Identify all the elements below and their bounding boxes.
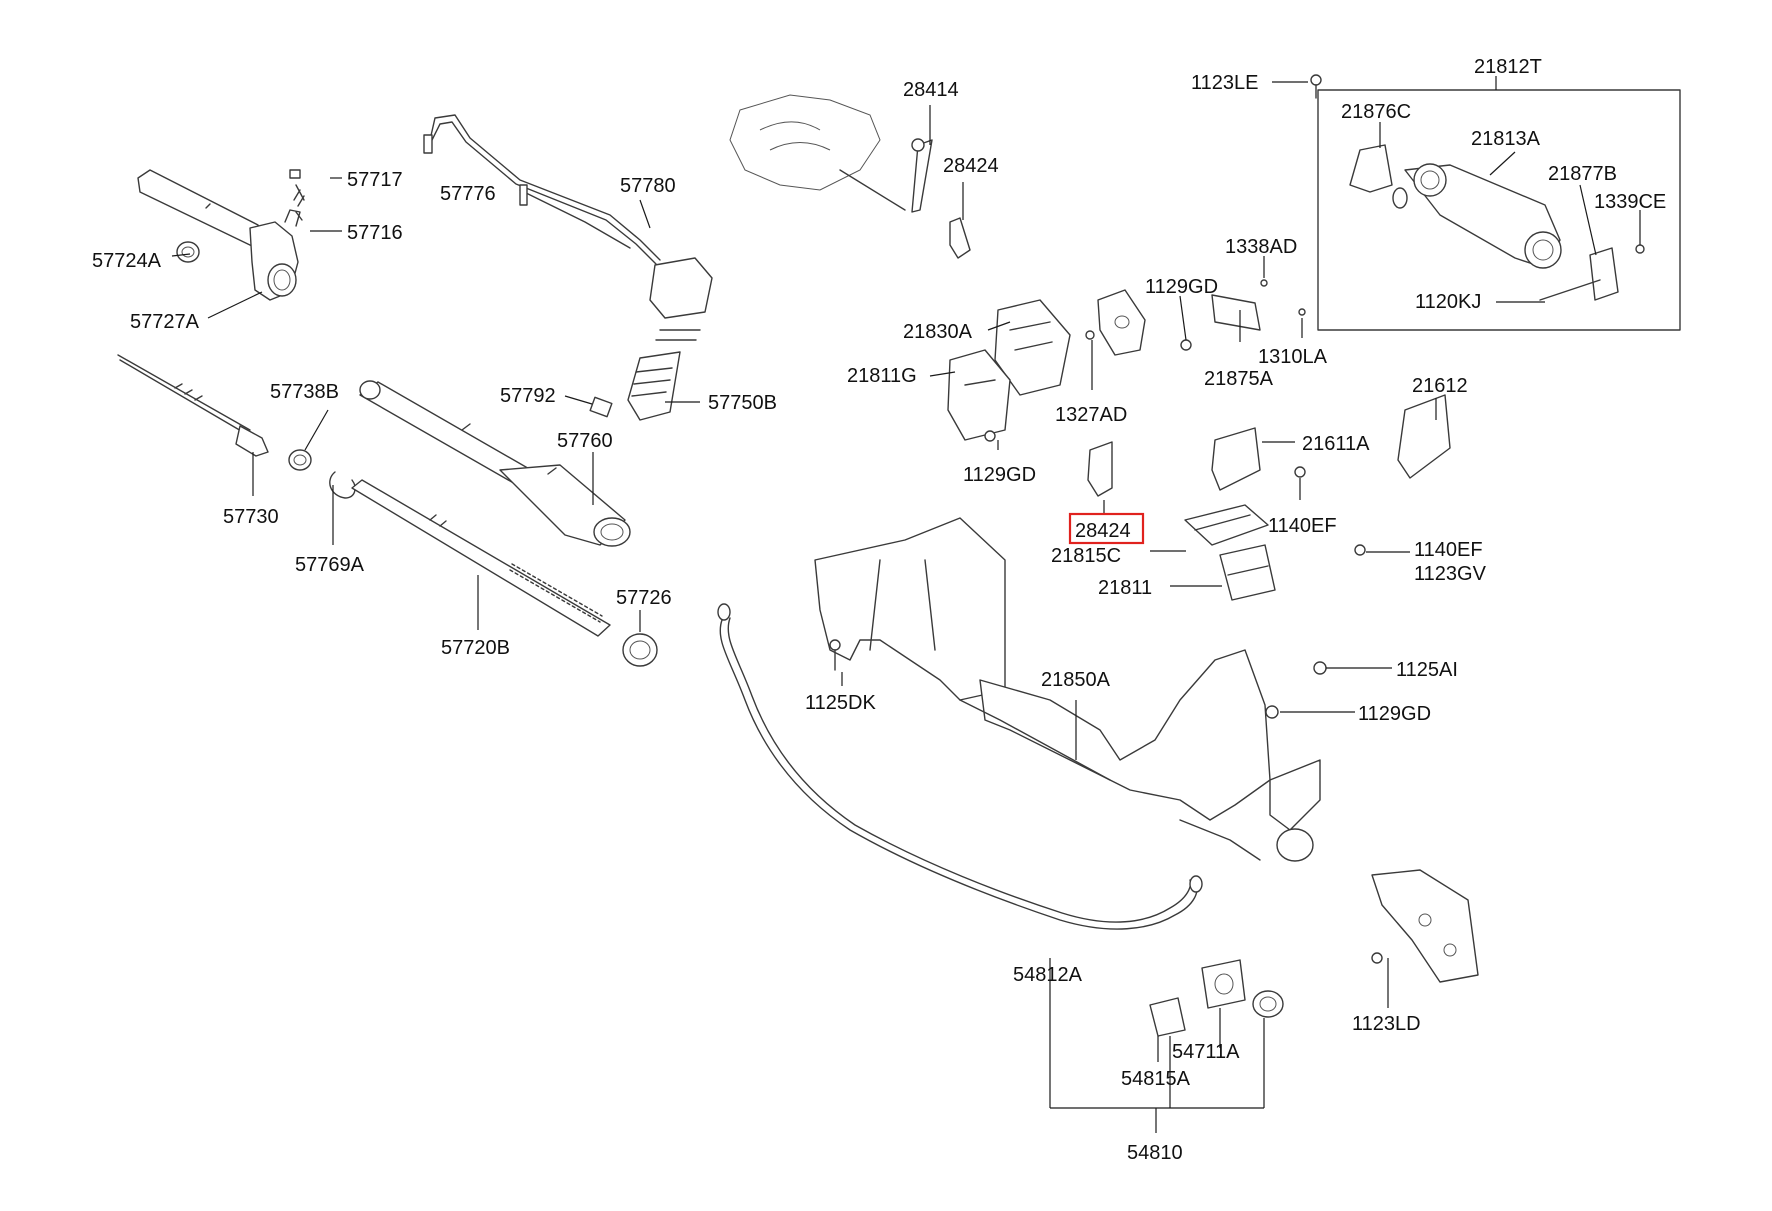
- mount-21813A: [1404, 163, 1562, 269]
- label-21813A[interactable]: 21813A: [1471, 128, 1541, 150]
- label-57760[interactable]: 57760: [557, 430, 613, 452]
- bushing-57738B: [288, 449, 312, 471]
- label-57727A[interactable]: 57727A: [130, 311, 200, 333]
- label-1339CE[interactable]: 1339CE: [1594, 191, 1666, 213]
- part-labels: 57717 57716 57724A 57727A 57776 57780 28…: [92, 56, 1666, 1164]
- bracket-1123LD: [1371, 869, 1479, 983]
- label-21612[interactable]: 21612: [1412, 375, 1468, 397]
- label-54812A[interactable]: 54812A: [1013, 964, 1083, 986]
- label-57724A[interactable]: 57724A: [92, 250, 162, 272]
- pin-57792: [589, 396, 613, 418]
- link-21875A: [1211, 294, 1261, 331]
- pressure-tubes: [423, 114, 661, 265]
- label-57720B[interactable]: 57720B: [441, 637, 510, 659]
- label-1123LD[interactable]: 1123LD: [1352, 1013, 1421, 1035]
- assembly-frame-21812T: [1317, 89, 1681, 331]
- label-57792[interactable]: 57792: [500, 385, 556, 407]
- label-1129GD-top[interactable]: 1129GD: [1145, 276, 1218, 298]
- label-21812T[interactable]: 21812T: [1474, 56, 1542, 78]
- label-1129GD-low[interactable]: 1129GD: [1358, 703, 1431, 725]
- engine-outline: [729, 94, 881, 191]
- crossmember-21850A: [814, 517, 1321, 862]
- bracket-28414: [839, 138, 933, 213]
- label-54711A[interactable]: 54711A: [1172, 1041, 1240, 1063]
- steering-gear-housing: [137, 169, 305, 301]
- heat-shield-28424: [1087, 441, 1113, 497]
- label-28424-top[interactable]: 28424: [943, 155, 999, 177]
- label-57780[interactable]: 57780: [620, 175, 676, 197]
- label-57717[interactable]: 57717: [347, 169, 403, 191]
- label-57738B[interactable]: 57738B: [270, 381, 339, 403]
- label-1140EF-a[interactable]: 1140EF: [1268, 515, 1337, 537]
- label-1123GV[interactable]: 1123GV: [1414, 563, 1487, 585]
- bracket-1129GD-top: [1097, 289, 1146, 356]
- label-1310LA[interactable]: 1310LA: [1258, 346, 1328, 368]
- bracket-21611A: [1211, 427, 1261, 491]
- label-54810[interactable]: 54810: [1127, 1142, 1183, 1164]
- label-21875A[interactable]: 21875A: [1204, 368, 1274, 390]
- label-1123LE[interactable]: 1123LE: [1191, 72, 1258, 94]
- label-21877B[interactable]: 21877B: [1548, 163, 1617, 185]
- label-21850A[interactable]: 21850A: [1041, 669, 1111, 691]
- label-21830A[interactable]: 21830A: [903, 321, 973, 343]
- bracket-21876C: [1349, 144, 1408, 209]
- label-21611A[interactable]: 21611A: [1302, 433, 1370, 455]
- rack-housing: [359, 380, 631, 547]
- bracket-21612: [1397, 394, 1451, 479]
- label-57769A[interactable]: 57769A: [295, 554, 365, 576]
- bushing-57726: [622, 633, 658, 667]
- label-57776[interactable]: 57776: [440, 183, 496, 205]
- label-1125AI[interactable]: 1125AI: [1396, 659, 1458, 681]
- highlight-box-28424: [1068, 512, 1145, 545]
- pinion-shaft: [117, 354, 269, 457]
- label-28414[interactable]: 28414: [903, 79, 959, 101]
- label-1140EF-b[interactable]: 1140EF: [1414, 539, 1483, 561]
- label-57726[interactable]: 57726: [616, 587, 672, 609]
- label-1327AD[interactable]: 1327AD: [1055, 404, 1127, 426]
- insulator-21815C: [1184, 504, 1269, 546]
- bracket-21877B: [1539, 247, 1619, 301]
- label-21811G[interactable]: 21811G: [847, 365, 917, 387]
- label-54815A[interactable]: 54815A: [1121, 1068, 1191, 1090]
- insulator-21811G: [947, 349, 1011, 441]
- label-1338AD[interactable]: 1338AD: [1225, 236, 1297, 258]
- valve-body: [627, 257, 713, 421]
- steering-rack: [351, 479, 611, 637]
- label-1125DK[interactable]: 1125DK: [805, 692, 876, 714]
- label-28424-highlight[interactable]: 28424: [1075, 520, 1131, 542]
- label-57730[interactable]: 57730: [223, 506, 279, 528]
- stabilizer-bar: [717, 603, 1203, 930]
- label-57716[interactable]: 57716: [347, 222, 403, 244]
- label-21811[interactable]: 21811: [1098, 577, 1152, 599]
- heat-shield-small: [949, 217, 971, 259]
- leader-lines: [171, 76, 1641, 1133]
- label-1120KJ[interactable]: 1120KJ: [1415, 291, 1481, 313]
- label-21876C[interactable]: 21876C: [1341, 101, 1411, 123]
- bolts: [829, 74, 1645, 964]
- mount-21830A: [994, 299, 1071, 396]
- insulator-21811: [1219, 544, 1276, 601]
- label-21815C[interactable]: 21815C: [1051, 545, 1121, 567]
- label-1129GD-mid[interactable]: 1129GD: [963, 464, 1036, 486]
- label-57750B[interactable]: 57750B: [708, 392, 777, 414]
- stabilizer-bushing-group: [1149, 959, 1284, 1037]
